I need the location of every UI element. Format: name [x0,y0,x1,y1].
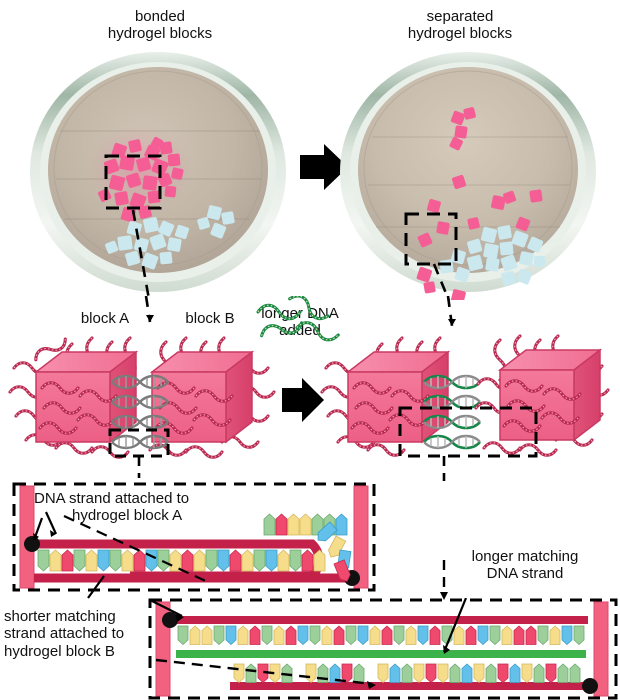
blue-cube-cluster-bonded [105,205,235,270]
detail-panel-bonded-duplex [12,482,376,592]
longer-strand-line1: longer matching [471,548,579,565]
leader-line-right [432,263,451,300]
hydrogel-edge-right [353,485,369,589]
longer-strand-line2: DNA strand [486,565,564,583]
caption-separated: separated hydrogel blocks [360,8,560,43]
bonded-block-pair [8,333,276,478]
hydrogel-block-a2 [345,350,451,444]
free-longer-dna-strands [256,296,341,344]
caption-separated-line2: hydrogel blocks [407,25,513,43]
shorter-strand-line1: shorter matching [4,608,116,625]
caption-longer-matching-strand: longer matching DNA strand [440,548,610,583]
transition-arrow-top [300,144,348,190]
dna-strand-line2: hydrogel block A [72,507,183,525]
petri-dish-bonded [30,52,286,300]
anchor-dot-left [24,536,40,552]
block-schematic-row [8,296,610,481]
detail-panel-displaced-duplex [148,598,618,700]
anchor-dot-left-2 [162,612,178,628]
pointer-to-longer-strand [442,598,468,653]
leader-line-left [131,209,151,300]
hydrogel-edge-right-2 [593,601,609,697]
hydrogel-block-b2 [497,348,603,442]
shorter-strand-line2: strand attached to [4,625,125,643]
caption-bonded-line1: bonded [134,8,186,25]
caption-separated-line1: separated [426,8,494,25]
label-block-a: block A [80,310,130,327]
panel-pointer-arrows [32,511,209,583]
petri-dish-row [30,52,596,300]
pointer-to-displaced-strand [155,658,373,686]
overhang-bases [317,521,352,582]
transition-arrow-middle [282,378,324,422]
selection-box-right [404,212,458,266]
shorter-strand-line3: hydrogel block B [4,642,115,660]
zoom-box-separated [398,406,538,458]
label-block-b: block B [185,310,235,327]
petri-dish-separated [340,52,596,300]
selection-box-left [104,154,162,210]
caption-bonded: bonded hydrogel blocks [60,8,260,43]
caption-shorter-matching-strand: shorter matching strand attached to hydr… [4,608,154,660]
anchor-dot-right-2 [582,678,598,694]
separated-block-pair [320,334,610,481]
caption-bonded-line2: hydrogel blocks [107,25,213,43]
longer-dna-line2: added [279,322,321,340]
dna-strand-line1: DNA strand attached to [34,490,190,507]
pink-cube-scatter-separated [416,107,543,300]
caption-dna-strand-block-a: DNA strand attached to hydrogel block A [34,490,284,525]
